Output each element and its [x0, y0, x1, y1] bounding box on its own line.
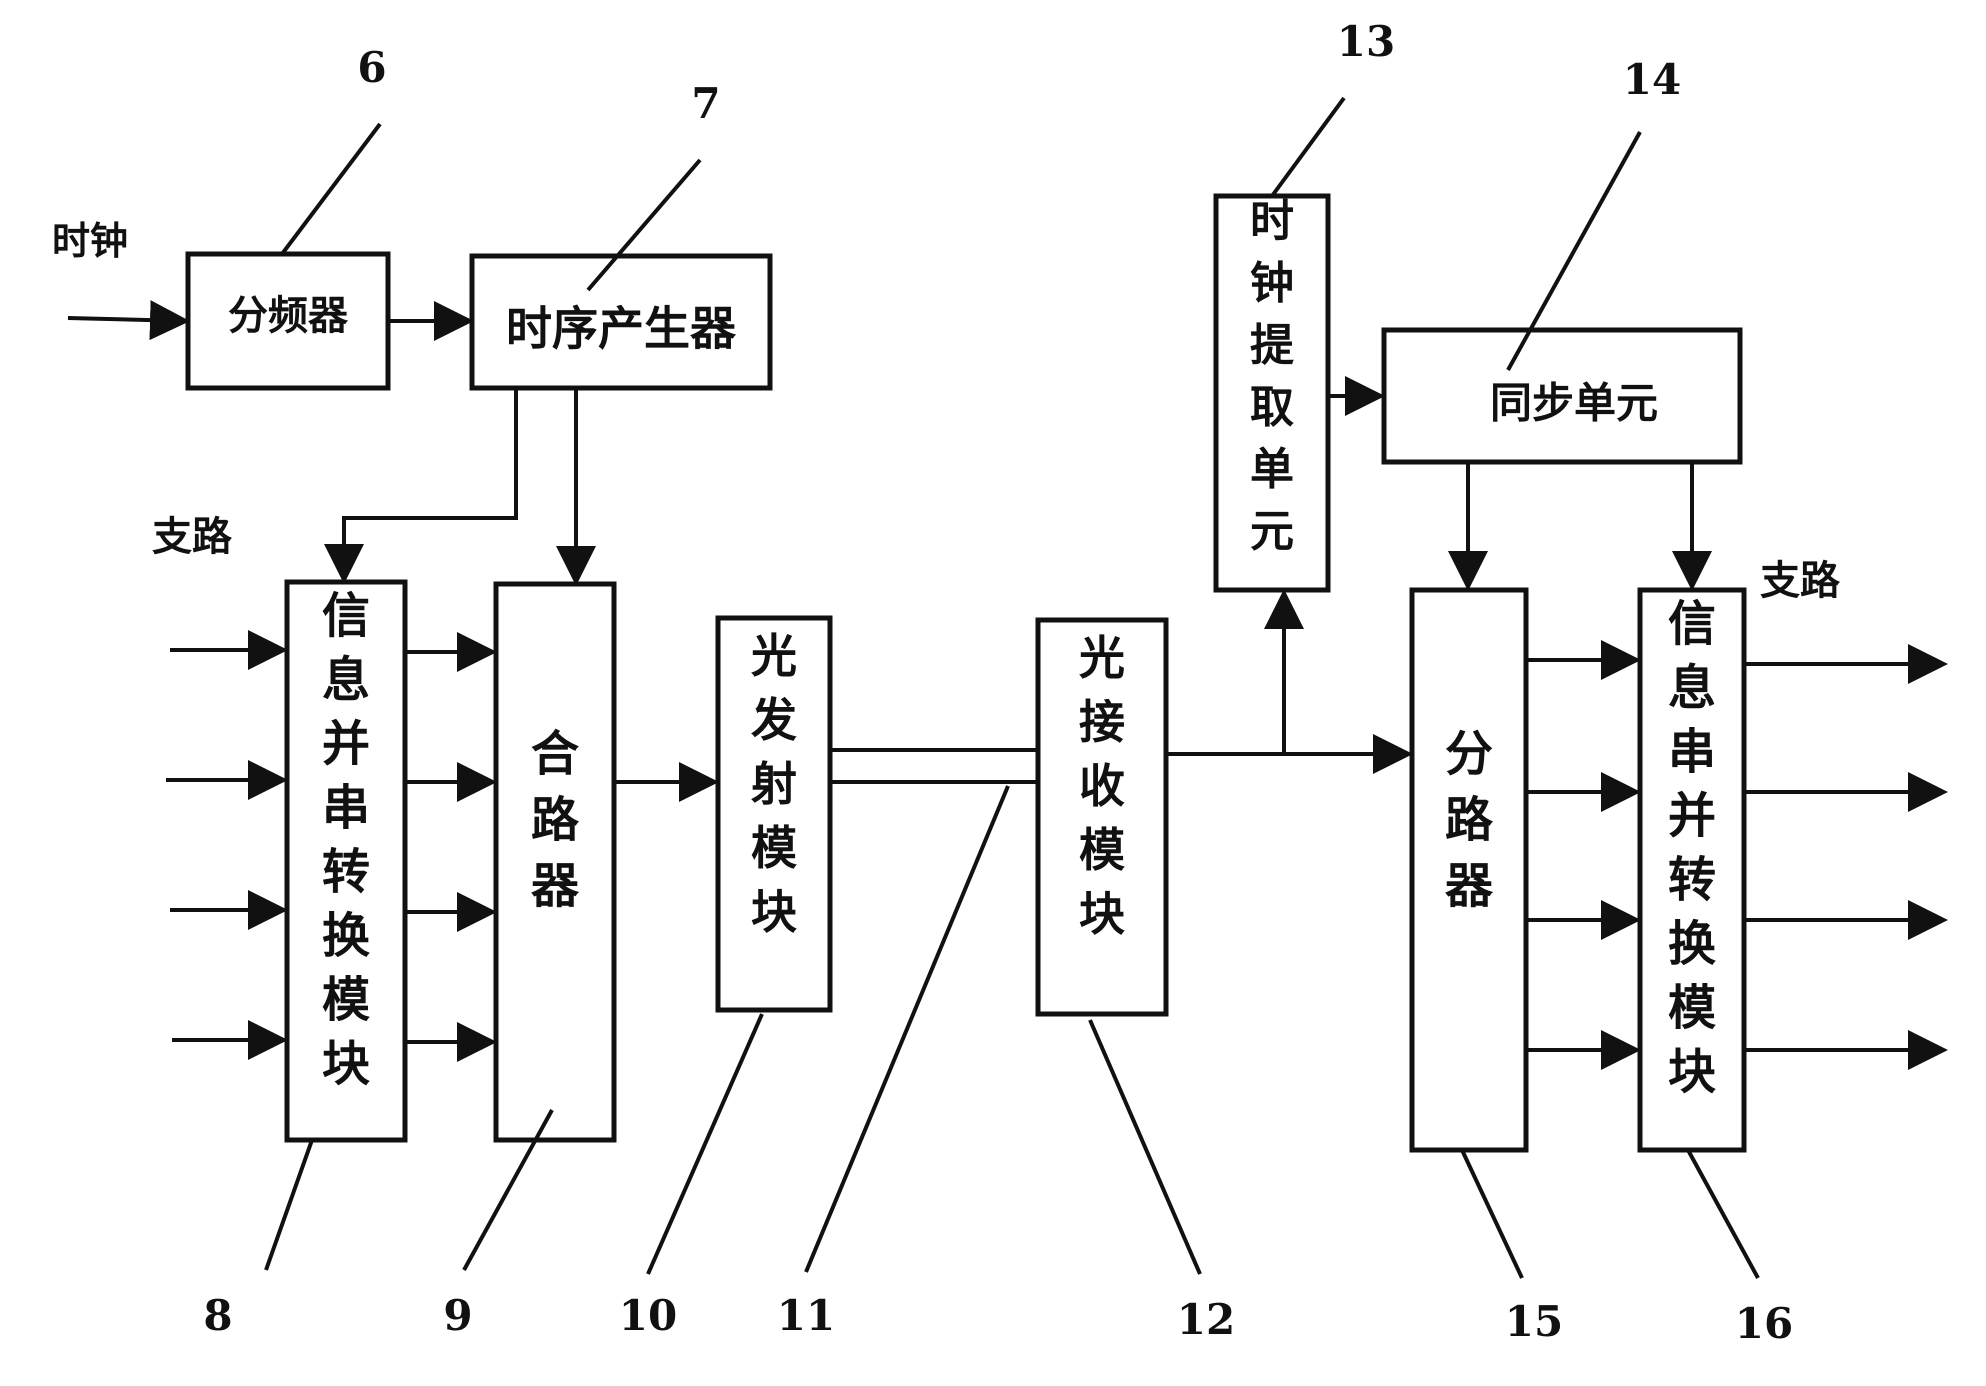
optical-transmitter-label: 光发射模块 — [751, 629, 797, 939]
splitter-label: 分路器 — [1445, 726, 1494, 914]
divider-label: 分频器 — [228, 293, 349, 339]
tributary-right-label: 支路 — [1760, 558, 1841, 604]
leader-7 — [586, 158, 702, 292]
ref-number-15: 15 — [1505, 1297, 1563, 1346]
ref-number-13: 13 — [1337, 17, 1395, 66]
serial-parallel-label: 信息串并转换模块 — [1668, 596, 1716, 1100]
timing-to-parser-arrow — [324, 388, 518, 584]
ref-number-16: 16 — [1735, 1299, 1793, 1348]
leader-13 — [1270, 96, 1346, 198]
parallel-serial-label: 信息并串转换模块 — [322, 588, 370, 1092]
ref-number-8: 8 — [203, 1291, 232, 1340]
ref-number-14: 14 — [1623, 55, 1681, 104]
leader-15 — [1460, 1149, 1524, 1279]
leader-8 — [264, 1139, 314, 1271]
optical-receiver-label: 光接收模块 — [1079, 631, 1125, 941]
leader-12 — [1088, 1019, 1202, 1275]
ref-number-12: 12 — [1177, 1295, 1235, 1344]
clock-extraction-block — [1213, 193, 1331, 593]
sync-unit-block — [1381, 327, 1743, 465]
clock-input-label: 时钟 — [52, 219, 128, 263]
combiner-block — [493, 581, 617, 1143]
sync-unit-label: 同步单元 — [1490, 379, 1658, 428]
serial-parallel-block — [1637, 587, 1747, 1153]
leader-16 — [1686, 1149, 1760, 1279]
optical-receiver-block — [1035, 617, 1169, 1017]
timing-generator-label: 时序产生器 — [506, 302, 737, 356]
ref-number-10: 10 — [619, 1291, 677, 1340]
ref-number-9: 9 — [443, 1291, 472, 1340]
ref-number-6: 6 — [357, 43, 386, 92]
ref-number-11: 11 — [777, 1291, 835, 1340]
tributary-left-label: 支路 — [152, 514, 233, 560]
leader-6 — [280, 122, 382, 256]
timing-generator-block — [469, 253, 773, 391]
clock-extraction-label: 时钟提取单元 — [1250, 196, 1294, 557]
leader-11 — [804, 785, 1010, 1273]
splitter-block — [1409, 587, 1529, 1153]
optical-transmitter-block — [715, 615, 833, 1013]
clock-input-arrow — [67, 300, 190, 341]
leader-14 — [1506, 131, 1642, 371]
combiner-label: 合路器 — [531, 726, 580, 914]
leader-10 — [646, 1013, 764, 1275]
ref-number-7: 7 — [691, 79, 720, 128]
leader-9 — [462, 1109, 554, 1271]
